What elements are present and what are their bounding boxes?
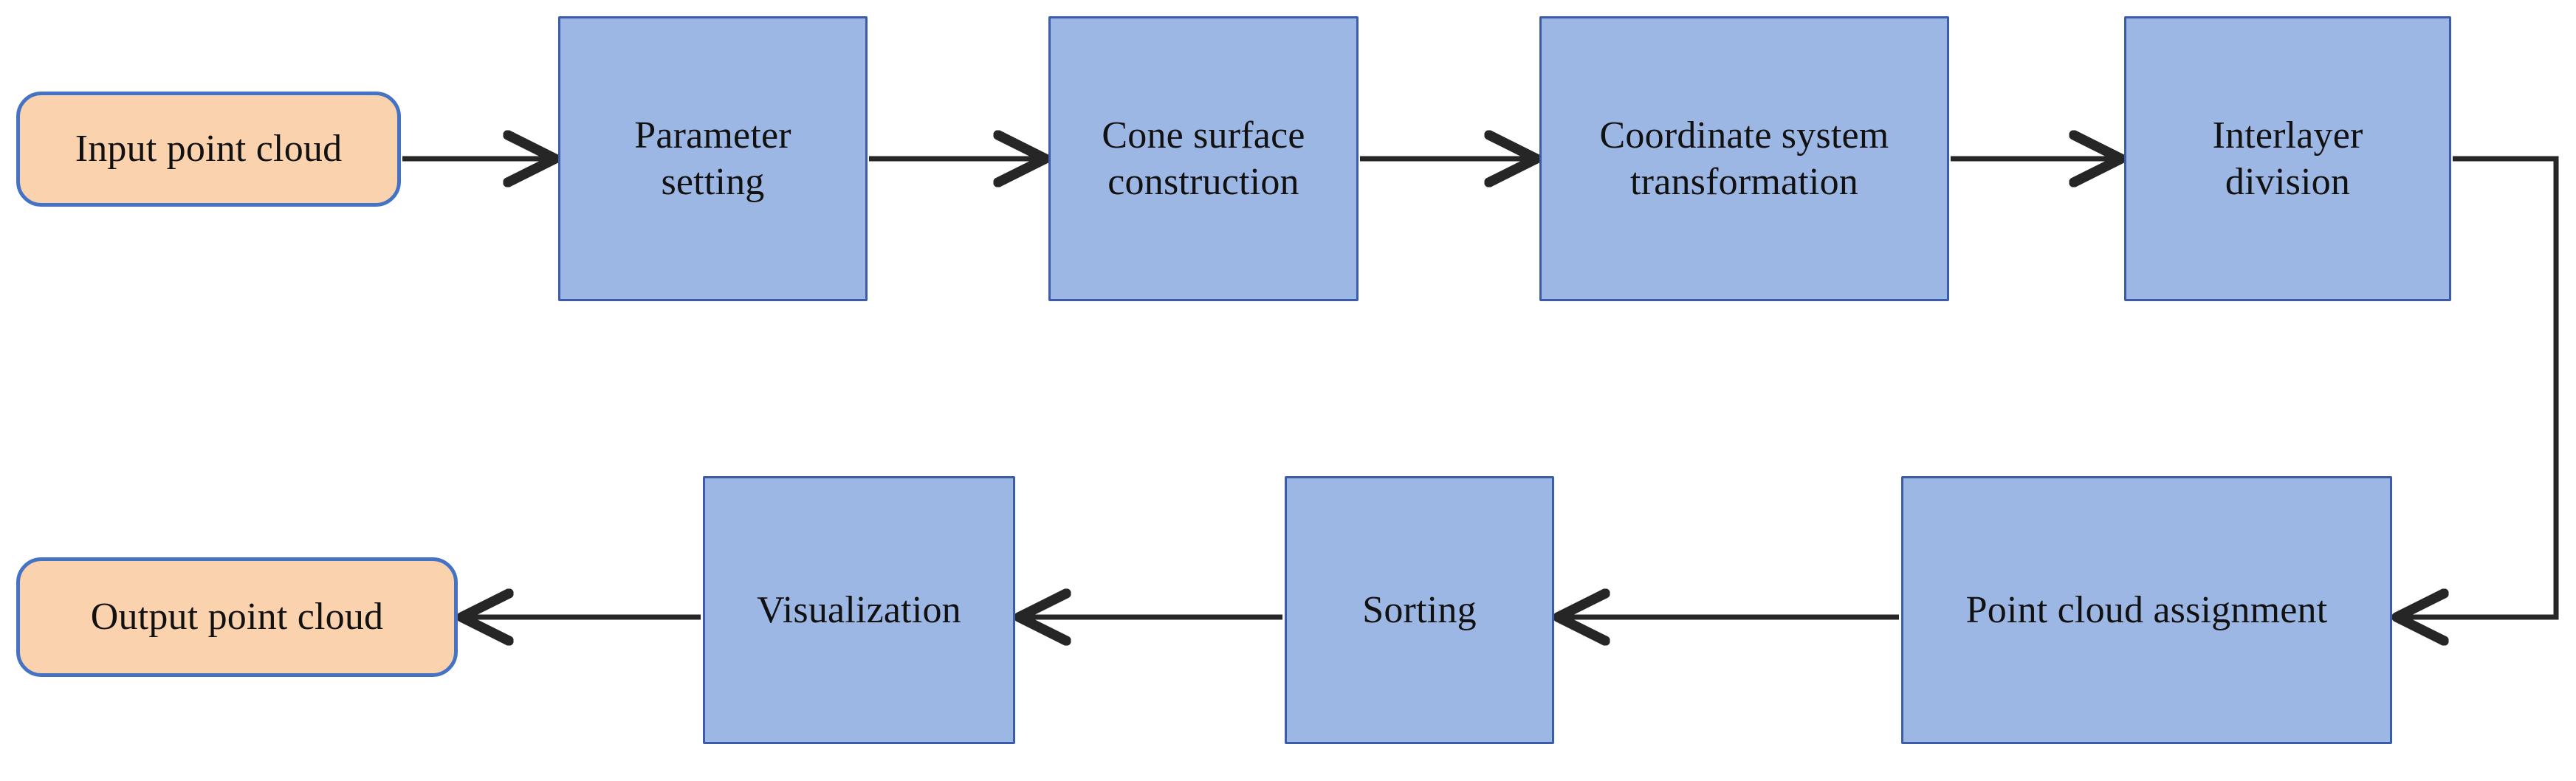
node-coordinate-system-transformation[interactable]: Coordinate system transformation: [1539, 16, 1949, 301]
node-visualization[interactable]: Visualization: [703, 476, 1015, 744]
node-coordinate-system-transformation-label: Coordinate system transformation: [1599, 114, 1889, 203]
node-input-point-cloud[interactable]: Input point cloud: [16, 92, 401, 207]
node-interlayer-division[interactable]: Interlayer division: [2124, 16, 2451, 301]
node-cone-surface-construction[interactable]: Cone surface construction: [1048, 16, 1359, 301]
node-point-cloud-assignment[interactable]: Point cloud assignment: [1901, 476, 2392, 744]
node-parameter-setting-label: Parameter setting: [634, 114, 791, 203]
node-visualization-label: Visualization: [757, 588, 961, 631]
node-cone-surface-construction-label: Cone surface construction: [1102, 114, 1305, 203]
node-output-point-cloud-label: Output point cloud: [90, 596, 384, 639]
node-output-point-cloud[interactable]: Output point cloud: [16, 557, 458, 677]
node-point-cloud-assignment-label: Point cloud assignment: [1965, 588, 2328, 631]
node-sorting[interactable]: Sorting: [1285, 476, 1554, 744]
node-interlayer-division-label: Interlayer division: [2212, 114, 2363, 203]
node-parameter-setting[interactable]: Parameter setting: [558, 16, 868, 301]
node-input-point-cloud-label: Input point cloud: [75, 128, 343, 171]
node-sorting-label: Sorting: [1362, 588, 1477, 631]
